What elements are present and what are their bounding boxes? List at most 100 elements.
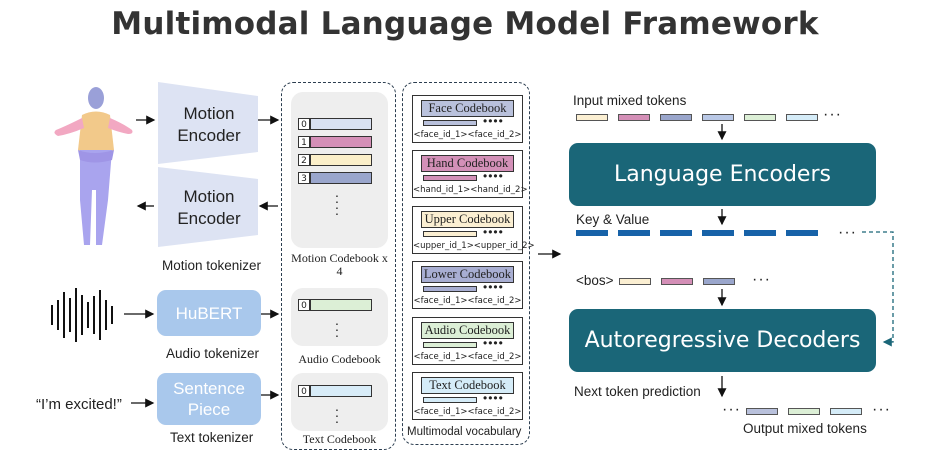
vocab-card-token-bar bbox=[423, 342, 477, 348]
audio-tokenizer-label: Audio tokenizer bbox=[166, 346, 260, 361]
token bbox=[660, 230, 692, 236]
token bbox=[744, 230, 776, 236]
page-title: Multimodal Language Model Framework bbox=[111, 6, 819, 42]
input-tokens-ellipsis: ··· bbox=[823, 106, 842, 123]
motion-codebook-row: 3 bbox=[298, 172, 372, 184]
token bbox=[786, 114, 818, 121]
codebook-index: 3 bbox=[298, 172, 310, 184]
vocab-card-token-bar bbox=[423, 120, 477, 126]
text-codebook-label: Text Codebook bbox=[302, 432, 377, 446]
ellipsis: •••• bbox=[483, 280, 504, 294]
vocab-card-ids: <face_id_1><face_id_2> bbox=[413, 296, 522, 306]
codebook-bar bbox=[310, 385, 372, 397]
token bbox=[744, 114, 776, 121]
motion-encoder-bottom: Motion Encoder bbox=[177, 187, 241, 228]
vocab-card: Hand Codebook•••• <hand_id_1><hand_id_2> bbox=[412, 150, 528, 198]
token bbox=[576, 230, 608, 236]
codebook-index: 2 bbox=[298, 154, 310, 166]
vocab-card: Audio Codebook•••• <face_id_1><face_id_2> bbox=[412, 317, 523, 365]
bos-ellipsis: ··· bbox=[752, 271, 771, 288]
sentencepiece-tokenizer: Sentence Piece bbox=[157, 373, 261, 425]
language-encoders-box: Language Encoders bbox=[569, 143, 876, 206]
token bbox=[619, 278, 651, 285]
motion-tokenizer-label: Motion tokenizer bbox=[162, 258, 262, 273]
motion-codebook-row: 0 bbox=[298, 118, 372, 130]
text-codebook-panel bbox=[291, 373, 388, 431]
ellipsis: •••• bbox=[483, 336, 504, 350]
motion-codebook-row: 1 bbox=[298, 136, 372, 148]
token bbox=[702, 230, 734, 236]
ellipsis-vertical: ··· bbox=[334, 315, 340, 343]
vocab-card-ids: <upper_id_1><upper_id_2> bbox=[413, 241, 535, 251]
codebook-index: 0 bbox=[298, 385, 310, 397]
key-value-label: Key & Value bbox=[576, 212, 650, 227]
token bbox=[660, 114, 692, 121]
token bbox=[618, 114, 650, 121]
input-tokens-label: Input mixed tokens bbox=[573, 93, 687, 108]
output-ellipsis-left: ··· bbox=[722, 401, 741, 418]
autoregressive-decoders-box: Autoregressive Decoders bbox=[569, 309, 876, 372]
vocabulary-label: Multimodal vocabulary bbox=[407, 426, 522, 438]
ellipsis: •••• bbox=[483, 225, 504, 239]
token bbox=[661, 278, 693, 285]
next-token-label: Next token prediction bbox=[574, 384, 701, 399]
text-quote: “I’m excited!” bbox=[36, 396, 122, 413]
vocab-card: Text Codebook•••• <face_id_1><face_id_2> bbox=[412, 372, 523, 420]
vocabulary-column bbox=[402, 82, 530, 445]
text-codebook-row: 0 bbox=[298, 385, 372, 397]
codebook-index: 0 bbox=[298, 118, 310, 130]
vocab-card: Upper Codebook•••• <upper_id_1><upper_id_… bbox=[412, 206, 535, 254]
token bbox=[746, 408, 778, 415]
audio-codebook-row: 0 bbox=[298, 299, 372, 311]
motion-codebook-label: Motion Codebook x 4 bbox=[291, 251, 388, 278]
ellipsis: •••• bbox=[483, 391, 504, 405]
codebook-bar bbox=[310, 136, 372, 148]
motion-codebook-row: 2 bbox=[298, 154, 372, 166]
token bbox=[702, 114, 734, 121]
vocab-card: Face Codebook•••• <face_id_1><face_id_2> bbox=[412, 95, 523, 143]
output-ellipsis-right: ··· bbox=[872, 401, 891, 418]
audio-codebook-panel bbox=[291, 288, 388, 346]
codebook-bar bbox=[310, 154, 372, 166]
codebook-bar bbox=[310, 299, 372, 311]
codebook-index: 1 bbox=[298, 136, 310, 148]
vocab-card-token-bar bbox=[423, 175, 477, 181]
token bbox=[703, 278, 735, 285]
vocab-card-title: Audio Codebook bbox=[421, 322, 514, 339]
codebook-column bbox=[281, 82, 396, 450]
token bbox=[786, 230, 818, 236]
key-value-ellipsis: ··· bbox=[838, 224, 857, 241]
ellipsis: •••• bbox=[483, 169, 504, 183]
ellipsis: •••• bbox=[483, 114, 504, 128]
vocab-card: Lower Codebook•••• <face_id_1><face_id_2> bbox=[412, 261, 523, 309]
token bbox=[830, 408, 862, 415]
codebook-index: 0 bbox=[298, 299, 310, 311]
token bbox=[618, 230, 650, 236]
vocab-card-title: Face Codebook bbox=[421, 100, 514, 117]
ellipsis-vertical: ··· bbox=[334, 401, 340, 429]
codebook-bar bbox=[310, 172, 372, 184]
vocab-card-token-bar bbox=[423, 286, 477, 292]
vocab-card-token-bar bbox=[423, 231, 477, 237]
vocab-card-ids: <face_id_1><face_id_2> bbox=[413, 352, 522, 362]
text-tokenizer-label: Text tokenizer bbox=[170, 430, 254, 445]
vocab-card-ids: <face_id_1><face_id_2> bbox=[413, 407, 522, 417]
vocab-card-ids: <face_id_1><face_id_2> bbox=[413, 130, 522, 140]
bos-token-label: <bos> bbox=[576, 273, 614, 288]
token bbox=[788, 408, 820, 415]
vocab-card-title: Text Codebook bbox=[421, 377, 514, 394]
output-tokens-label: Output mixed tokens bbox=[743, 421, 867, 436]
vocab-card-ids: <hand_id_1><hand_id_2> bbox=[413, 185, 528, 195]
vocab-card-title: Upper Codebook bbox=[421, 211, 514, 228]
vocab-card-title: Hand Codebook bbox=[421, 155, 514, 172]
ellipsis-vertical: ···· bbox=[334, 187, 340, 221]
motion-encoder-top: Motion Encoder bbox=[177, 104, 241, 145]
codebook-bar bbox=[310, 118, 372, 130]
hubert-tokenizer: HuBERT bbox=[157, 290, 261, 336]
audio-codebook-label: Audio Codebook bbox=[298, 352, 381, 366]
vocab-card-title: Lower Codebook bbox=[421, 266, 514, 283]
